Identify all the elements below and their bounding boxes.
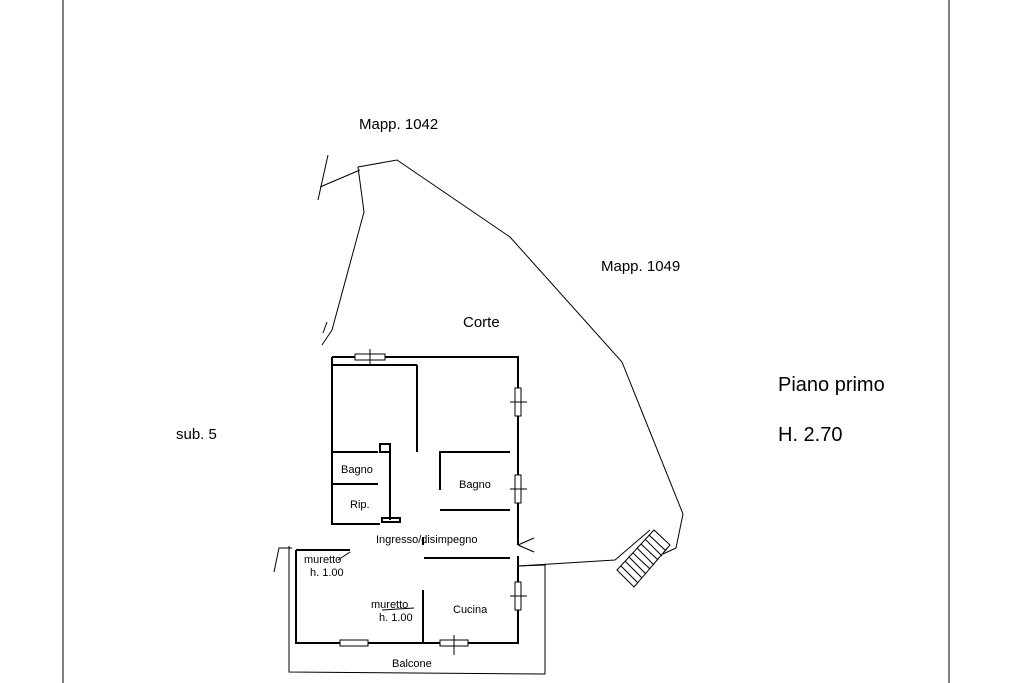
label-north-parcel: Mapp. 1042: [359, 116, 438, 133]
room-label-bagno-left: Bagno: [341, 464, 373, 476]
room-label-bagno-right: Bagno: [459, 479, 491, 491]
room-label-ingresso: Ingresso/disimpegno: [376, 534, 478, 546]
window-marks: [337, 349, 535, 655]
floor-name: Piano primo: [778, 374, 885, 396]
floor-height: H. 2.70: [778, 424, 842, 446]
note-muretto-1-height: h. 1.00: [310, 567, 344, 579]
lot-boundary: [317, 154, 684, 567]
room-label-balcone: Balcone: [392, 658, 432, 670]
label-west-unit: sub. 5: [176, 426, 217, 443]
note-muretto-1-name: muretto: [304, 554, 341, 566]
label-courtyard: Corte: [463, 314, 500, 331]
note-muretto-2-height: h. 1.00: [379, 612, 413, 624]
balcony-outline: [273, 546, 546, 675]
room-label-cucina: Cucina: [453, 604, 488, 616]
note-muretto-2-name: muretto: [371, 599, 408, 611]
label-east-parcel: Mapp. 1049: [601, 258, 680, 275]
external-stair: [616, 529, 671, 588]
room-label-ripostiglio: Rip.: [350, 499, 370, 511]
